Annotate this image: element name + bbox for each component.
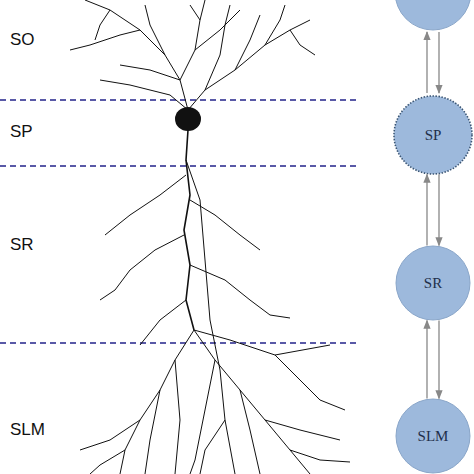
dendrite [194,330,330,355]
dendrite [140,300,186,345]
layer-boundary [0,342,358,343]
dendrite [205,5,230,90]
layer-label: SO [10,30,35,50]
layer-circle: SLM [395,398,471,474]
dendrite [130,235,184,270]
dendrite [70,30,140,50]
dendrite [145,5,165,55]
projection-arrow [426,175,427,246]
so-circle [395,0,471,30]
projection-arrow [438,321,439,399]
dendrite [145,390,160,474]
layer-label: SLM [10,420,45,440]
layer-circle: SP [393,95,473,175]
layer-name: SR [424,275,442,292]
dendrite [120,65,180,80]
dendrite [275,355,345,410]
layer-circle: SR [395,245,471,321]
dendrite [190,5,200,20]
dendrite [100,270,130,300]
dendrite [80,420,140,450]
dendrite [265,5,285,45]
dendrite [194,330,310,474]
dendrite [190,360,215,474]
apical-trunk [184,130,194,330]
dendrite [186,160,235,474]
layer-name: SP [425,127,442,144]
layer-label: SP [10,122,33,142]
dendrite [195,10,240,50]
arrow [438,32,439,93]
dendrite [95,10,110,40]
layer-boundary [0,165,358,166]
apical-dendrites [80,130,350,474]
projection-arrow [438,175,439,246]
dendrite [190,200,260,250]
dendrite [188,20,310,110]
dendrite [290,30,315,55]
layer-name: SLM [418,428,449,445]
layer-boundary [0,99,358,100]
dendrite [250,300,290,318]
circle-shape [396,246,470,320]
dendrite [190,265,250,300]
dendrite [200,420,225,474]
dendrite [105,175,186,235]
dendrite [85,0,188,110]
dendrite [120,330,194,474]
layer-label: SR [10,235,34,255]
dendrite [175,360,180,474]
dendrite [90,450,125,474]
dendrite [100,80,188,110]
circle-shape [394,96,472,174]
dendrite [240,390,260,474]
circle-shape [396,399,470,473]
projection-arrow [426,321,427,399]
soma [175,107,201,131]
basal-dendrites [70,0,315,110]
layer-boundaries [0,100,358,343]
dendrite [265,420,340,440]
arrow [426,32,427,93]
dendrite [235,15,260,70]
dendrite [290,450,350,462]
dendrite [180,0,205,80]
